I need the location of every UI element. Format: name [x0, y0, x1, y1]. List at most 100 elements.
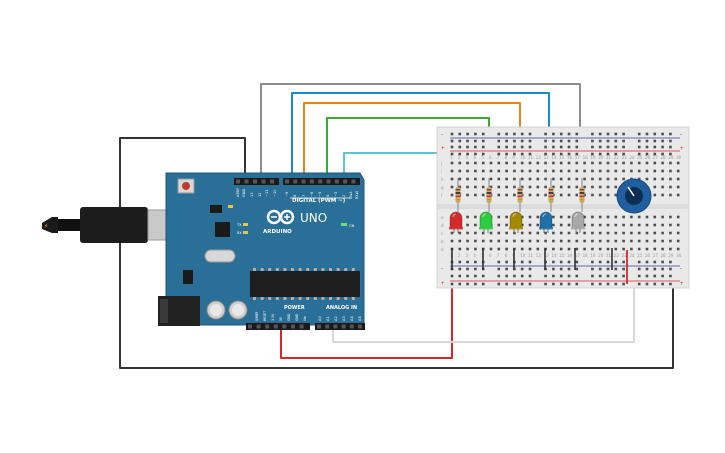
grid-hole[interactable]: [544, 239, 547, 243]
rail-hole[interactable]: [637, 274, 641, 278]
header-pin-hole[interactable]: [244, 179, 249, 184]
rail-hole[interactable]: [520, 282, 524, 286]
grid-hole[interactable]: [606, 169, 610, 173]
grid-hole[interactable]: [661, 161, 664, 165]
grid-hole[interactable]: [567, 247, 571, 251]
grid-hole[interactable]: [505, 185, 508, 189]
reset-button-cap[interactable]: [182, 182, 190, 190]
rail-hole[interactable]: [528, 145, 532, 149]
grid-hole[interactable]: [552, 177, 555, 181]
grid-hole[interactable]: [567, 169, 571, 173]
rail-hole[interactable]: [544, 152, 547, 156]
rail-hole[interactable]: [669, 260, 672, 264]
grid-hole[interactable]: [466, 177, 469, 181]
grid-hole[interactable]: [513, 161, 516, 165]
rail-hole[interactable]: [552, 274, 555, 278]
grid-hole[interactable]: [559, 231, 563, 235]
grid-hole[interactable]: [559, 193, 563, 197]
grid-hole[interactable]: [520, 185, 524, 189]
grid-hole[interactable]: [497, 247, 501, 251]
rail-hole[interactable]: [520, 267, 524, 271]
grid-hole[interactable]: [458, 161, 462, 165]
grid-hole[interactable]: [653, 223, 657, 227]
rail-hole[interactable]: [567, 139, 571, 143]
grid-hole[interactable]: [552, 169, 555, 173]
grid-hole[interactable]: [614, 223, 618, 227]
rail-hole[interactable]: [637, 145, 641, 149]
grid-hole[interactable]: [458, 177, 462, 181]
rail-hole[interactable]: [520, 274, 524, 278]
red-power-wire[interactable]: [280, 282, 453, 359]
header-pin-hole[interactable]: [358, 324, 362, 329]
rail-hole[interactable]: [552, 145, 555, 149]
rail-hole[interactable]: [645, 274, 649, 278]
rail-hole[interactable]: [481, 145, 485, 149]
grid-hole[interactable]: [614, 193, 618, 197]
grid-hole[interactable]: [575, 185, 579, 189]
header-pin-hole[interactable]: [256, 324, 261, 329]
grid-hole[interactable]: [637, 239, 641, 243]
grid-hole[interactable]: [474, 247, 477, 251]
grid-hole[interactable]: [528, 169, 532, 173]
grid-hole[interactable]: [575, 231, 579, 235]
rail-hole[interactable]: [544, 132, 547, 136]
header-pin-hole[interactable]: [293, 179, 298, 184]
rail-hole[interactable]: [661, 260, 664, 264]
grid-hole[interactable]: [489, 247, 493, 251]
header-pin-hole[interactable]: [325, 324, 330, 329]
rail-hole[interactable]: [513, 274, 516, 278]
grid-hole[interactable]: [520, 239, 524, 243]
rail-hole[interactable]: [552, 267, 555, 271]
grid-hole[interactable]: [591, 161, 594, 165]
grid-hole[interactable]: [661, 185, 664, 189]
grid-hole[interactable]: [614, 215, 618, 219]
grid-hole[interactable]: [528, 239, 532, 243]
grid-hole[interactable]: [474, 193, 477, 197]
grid-hole[interactable]: [567, 193, 571, 197]
grid-hole[interactable]: [450, 185, 454, 189]
grid-hole[interactable]: [567, 177, 571, 181]
rail-hole[interactable]: [622, 145, 625, 149]
header-pin-hole[interactable]: [273, 324, 278, 329]
grid-hole[interactable]: [458, 247, 462, 251]
grid-hole[interactable]: [559, 161, 563, 165]
rail-hole[interactable]: [458, 152, 462, 156]
rail-hole[interactable]: [606, 267, 610, 271]
rail-hole[interactable]: [505, 267, 508, 271]
rail-hole[interactable]: [653, 274, 657, 278]
rail-hole[interactable]: [637, 132, 641, 136]
rail-hole[interactable]: [458, 139, 462, 143]
grid-hole[interactable]: [583, 185, 586, 189]
rail-hole[interactable]: [466, 282, 469, 286]
rail-hole[interactable]: [505, 139, 508, 143]
rail-hole[interactable]: [653, 282, 657, 286]
grid-hole[interactable]: [661, 215, 664, 219]
grid-hole[interactable]: [591, 247, 594, 251]
grid-hole[interactable]: [637, 215, 641, 219]
grid-hole[interactable]: [552, 223, 555, 227]
rail-hole[interactable]: [513, 139, 516, 143]
grid-hole[interactable]: [559, 185, 563, 189]
grid-hole[interactable]: [497, 215, 501, 219]
rail-hole[interactable]: [614, 274, 618, 278]
grid-hole[interactable]: [661, 247, 664, 251]
rail-hole[interactable]: [591, 139, 594, 143]
grid-hole[interactable]: [466, 223, 469, 227]
header-pin-hole[interactable]: [261, 179, 266, 184]
grid-hole[interactable]: [567, 231, 571, 235]
rail-hole[interactable]: [528, 260, 532, 264]
grid-hole[interactable]: [528, 223, 532, 227]
rail-hole[interactable]: [591, 260, 594, 264]
grid-hole[interactable]: [450, 177, 454, 181]
header-pin-hole[interactable]: [236, 179, 240, 184]
rail-hole[interactable]: [474, 145, 477, 149]
grid-hole[interactable]: [567, 239, 571, 243]
header-pin-hole[interactable]: [270, 179, 274, 184]
grid-hole[interactable]: [653, 239, 657, 243]
grid-hole[interactable]: [606, 223, 610, 227]
grid-hole[interactable]: [645, 231, 649, 235]
rail-hole[interactable]: [450, 139, 454, 143]
grid-hole[interactable]: [583, 169, 586, 173]
grid-hole[interactable]: [575, 239, 579, 243]
grid-hole[interactable]: [450, 161, 454, 165]
